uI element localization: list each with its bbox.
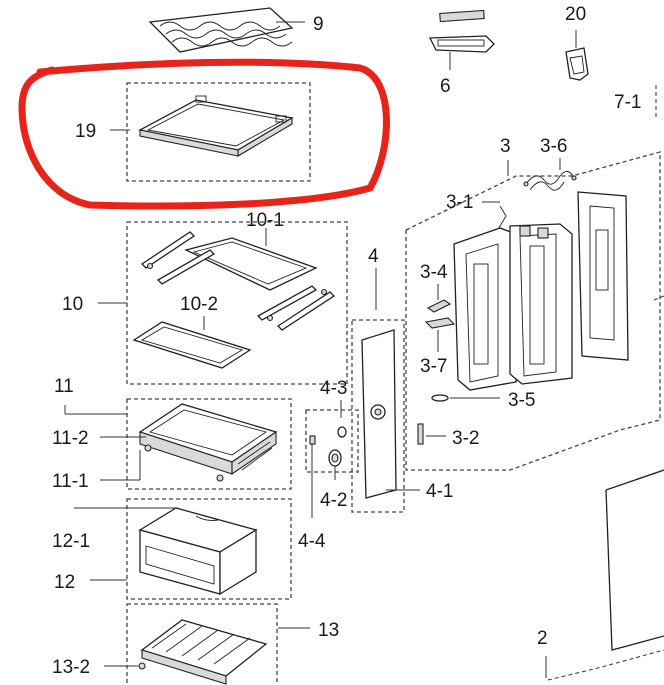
part-4-3-knob[interactable] — [337, 400, 347, 438]
part-11-box — [126, 398, 292, 490]
label-3-1: 3-1 — [446, 192, 473, 213]
part-3-duct-panel[interactable] — [453, 223, 573, 391]
part-4-box — [351, 319, 405, 513]
part-duct-cover[interactable] — [577, 191, 629, 361]
label-10: 10 — [62, 294, 83, 315]
label-7-1: 7-1 — [614, 92, 641, 113]
label-4-1: 4-1 — [426, 481, 453, 502]
part-3-6-wire-harness[interactable] — [523, 158, 577, 191]
part-20-hinge-cover[interactable] — [565, 30, 589, 81]
part-4-sub-box — [305, 409, 359, 473]
label-12-1: 12-1 — [52, 531, 90, 552]
part-10-1-shelf-frame[interactable] — [140, 231, 336, 331]
label-11-2: 11-2 — [52, 428, 89, 449]
label-4-3: 4-3 — [320, 378, 347, 399]
part-4-4-clip[interactable] — [309, 435, 316, 518]
label-4-2: 4-2 — [320, 490, 347, 511]
part-12-box — [126, 498, 292, 600]
part-19-glass-shelf[interactable] — [138, 95, 294, 157]
part-3-5-lamp[interactable] — [431, 394, 500, 402]
label-11: 11 — [54, 376, 74, 397]
label-3-5: 3-5 — [508, 390, 535, 411]
part-4-2-dial[interactable] — [328, 449, 342, 480]
label-13-2: 13-2 — [52, 657, 90, 678]
label-3-7: 3-7 — [420, 356, 447, 377]
label-2: 2 — [537, 628, 548, 649]
label-4-4: 4-4 — [298, 531, 326, 552]
label-3-4: 3-4 — [420, 262, 448, 283]
label-3-2: 3-2 — [452, 428, 479, 449]
part-13-box — [126, 603, 278, 685]
part-2-cabinet[interactable] — [545, 469, 664, 681]
label-20: 20 — [565, 4, 586, 25]
part-4-1-control-panel[interactable] — [361, 329, 397, 499]
part-3-7-damper[interactable] — [424, 317, 456, 352]
label-13: 13 — [318, 620, 339, 641]
part-12-crisper-drawer[interactable] — [138, 507, 258, 596]
part-19-box — [126, 82, 311, 182]
label-6: 6 — [440, 76, 451, 97]
part-9-wine-rack[interactable] — [148, 7, 305, 53]
label-3-6: 3-6 — [540, 136, 567, 157]
label-10-2: 10-2 — [180, 294, 218, 315]
part-3-2-strip[interactable] — [417, 423, 446, 445]
label-9: 9 — [313, 14, 324, 35]
label-11-1: 11-1 — [52, 471, 89, 492]
label-19: 19 — [75, 121, 96, 142]
part-13-drawer-cover[interactable] — [138, 619, 268, 685]
part-3-4-bracket[interactable] — [426, 284, 452, 313]
part-11-crisper-cover[interactable] — [138, 403, 278, 482]
label-4: 4 — [368, 246, 379, 267]
label-10-1: 10-1 — [246, 210, 284, 231]
part-6-rail[interactable] — [428, 9, 495, 70]
label-12: 12 — [54, 572, 75, 593]
label-3: 3 — [500, 136, 511, 157]
red-highlight-circle — [18, 58, 390, 210]
part-10-2-shelf-trim[interactable] — [132, 321, 252, 369]
